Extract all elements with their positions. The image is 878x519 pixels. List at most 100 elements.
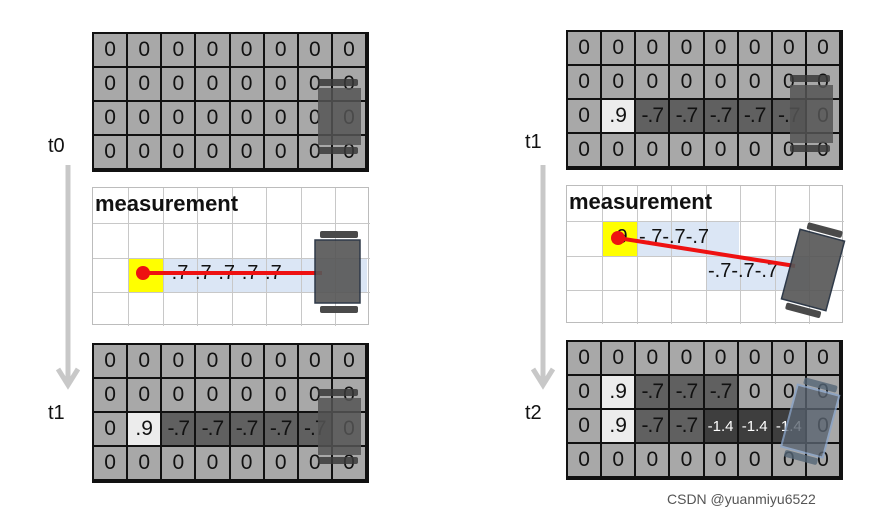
grid-cell: 0: [738, 66, 773, 100]
vehicle-icon-left-t1: [318, 389, 361, 464]
grid-cell: 0: [196, 447, 231, 481]
grid-cell: 0: [670, 66, 705, 100]
time-label-right-t1: t1: [525, 131, 542, 153]
right-time-arrow: [531, 165, 555, 390]
vehicle-icon-right-t2: [779, 377, 841, 465]
grid-cell: 0: [230, 379, 265, 413]
grid-cell: .9: [128, 413, 163, 447]
vehicle-icon-left-measurement: [314, 231, 361, 313]
grid-cell: 0: [162, 68, 197, 102]
grid-cell: -.7: [670, 410, 705, 444]
grid-cell: 0: [264, 345, 299, 379]
measurement-title-left: measurement: [95, 191, 239, 216]
grid-cell: 0: [670, 32, 705, 66]
grid-cell: 0: [568, 410, 603, 444]
grid-cell: 0: [670, 444, 705, 478]
grid-cell: 0: [738, 376, 773, 410]
grid-cell: 0: [94, 379, 129, 413]
grid-cell: 0: [264, 379, 299, 413]
grid-cell: -.7: [670, 100, 705, 134]
grid-cell: 0: [738, 342, 773, 376]
grid-cell: 0: [128, 379, 163, 413]
grid-cell: 0: [162, 379, 197, 413]
grid-cell: 0: [162, 447, 197, 481]
sensor-dot-right: [611, 231, 625, 245]
watermark-text: CSDN @yuanmiyu6522: [667, 491, 816, 507]
grid-cell: -.7: [636, 376, 671, 410]
grid-cell: 0: [806, 444, 841, 478]
grid-cell: 0: [196, 345, 231, 379]
grid-cell: 0: [94, 68, 129, 102]
grid-cell: -.7: [670, 376, 705, 410]
grid-cell: 0: [704, 444, 739, 478]
grid-cell: 0: [772, 66, 807, 100]
grid-cell: 0: [230, 68, 265, 102]
grid-cell: 0: [806, 342, 841, 376]
time-label-t0: t0: [48, 135, 65, 157]
grid-cell: -.7: [636, 100, 671, 134]
grid-cell: 0: [332, 34, 367, 68]
grid-cell: -.7: [636, 410, 671, 444]
grid-cell: 0: [162, 34, 197, 68]
grid-cell: 0: [264, 136, 299, 170]
time-label-t2: t2: [525, 402, 542, 424]
grid-cell: 0: [230, 102, 265, 136]
grid-cell: 0: [94, 102, 129, 136]
grid-cell: 0: [670, 342, 705, 376]
grid-cell: 0: [568, 376, 603, 410]
grid-cell: .9: [602, 376, 637, 410]
grid-cell: 0: [128, 136, 163, 170]
grid-cell: 0: [128, 68, 163, 102]
grid-cell: .9: [602, 100, 637, 134]
left-time-arrow: [56, 165, 80, 390]
grid-cell: 0: [636, 342, 671, 376]
grid-cell: 0: [196, 68, 231, 102]
grid-cell: 0: [196, 136, 231, 170]
grid-cell: 0: [128, 34, 163, 68]
grid-cell: 0: [162, 102, 197, 136]
grid-cell: 0: [94, 34, 129, 68]
grid-cell: 0: [738, 134, 773, 168]
grid-cell: -.7: [230, 413, 265, 447]
grid-cell: -1.4: [738, 410, 773, 444]
grid-cell: 0: [568, 342, 603, 376]
grid-cell: 0: [704, 32, 739, 66]
grid-cell: 0: [264, 447, 299, 481]
grid-cell: 0: [196, 379, 231, 413]
grid-cell: 0: [332, 345, 367, 379]
grid-cell: 0: [94, 136, 129, 170]
grid-cell: 0: [230, 447, 265, 481]
grid-cell: .9: [602, 410, 637, 444]
measurement-row2-right: -.7-.7-.7: [708, 260, 779, 282]
grid-cell: -.7: [738, 100, 773, 134]
grid-cell: 0: [636, 32, 671, 66]
grid-cell: 0: [94, 413, 129, 447]
grid-cell: 0: [568, 66, 603, 100]
grid-cell: 0: [704, 342, 739, 376]
grid-cell: 0: [772, 32, 807, 66]
grid-cell: 0: [94, 345, 129, 379]
grid-cell: 0: [196, 34, 231, 68]
grid-cell: 0: [128, 447, 163, 481]
grid-cell: 0: [602, 32, 637, 66]
grid-cell: 0: [162, 345, 197, 379]
grid-cell: 0: [568, 444, 603, 478]
grid-cell: 0: [568, 134, 603, 168]
grid-cell: 0: [704, 66, 739, 100]
grid-cell: -1.4: [704, 410, 739, 444]
sensor-dot-left: [136, 266, 150, 280]
grid-cell: 0: [738, 32, 773, 66]
grid-cell: 0: [568, 32, 603, 66]
vehicle-icon-left-t0: [318, 79, 361, 154]
grid-cell: 0: [602, 444, 637, 478]
grid-cell: 0: [94, 447, 129, 481]
vehicle-icon-right-measurement: [780, 222, 846, 318]
grid-cell: 0: [738, 444, 773, 478]
grid-cell: 0: [162, 136, 197, 170]
time-label-left-t1: t1: [48, 402, 65, 424]
grid-cell: -.7: [704, 376, 739, 410]
grid-cell: 0: [128, 345, 163, 379]
grid-cell: 0: [264, 102, 299, 136]
